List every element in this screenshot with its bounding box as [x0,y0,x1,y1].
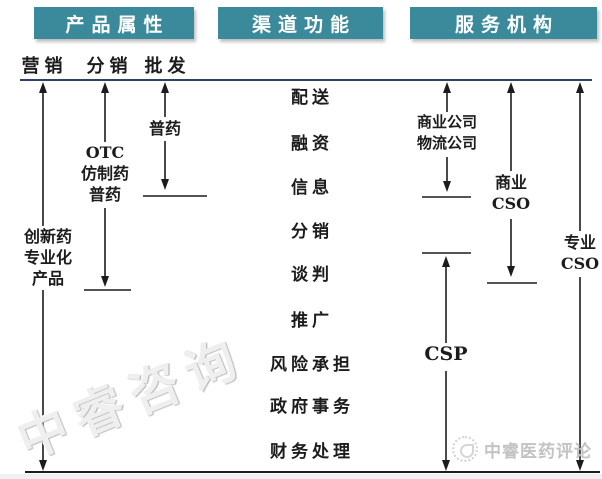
header-product-attributes: 产品属性 [34,7,194,39]
header-channel-functions: 渠道功能 [218,7,383,39]
header-product-attributes-label: 产品属性 [65,14,170,36]
axis-label-marketing: 营销 [21,56,68,77]
axis-label-distribution: 分销 [86,56,133,77]
wholesale-arrow [143,82,207,197]
function-item-promotion: 推广 [291,311,333,331]
bottom-strip [0,474,602,479]
function-item-delivery: 配送 [291,88,333,108]
function-item-risk-bearing: 风险承担 [270,355,354,375]
label-professional-cso: 专业 CSO [552,232,602,274]
function-item-finance-handling: 财务处理 [270,442,354,462]
professional-cso-arrow [576,82,584,471]
label-innovative-drugs: 创新药 专业化 产品 [16,226,80,289]
function-item-information: 信息 [291,178,333,198]
marketing-arrow [39,82,47,471]
distribution-arrow [84,82,131,291]
label-commercial-cso: 商业 CSO [483,172,539,214]
watermark-footer-text: 中睿医药评论 [484,441,592,462]
watermark-footer: 中睿医药评论 [452,435,592,463]
watermark-logo-icon [452,436,478,462]
header-channel-functions-label: 渠道功能 [251,14,356,36]
axis-label-wholesale: 批发 [144,56,191,77]
commercial-cso-arrow [487,82,537,284]
function-item-negotiation: 谈判 [291,265,333,285]
label-csp: CSP [420,344,472,365]
label-otc-generic: OTC 仿制药 普药 [74,142,136,205]
function-item-government: 政府事务 [270,397,354,417]
header-service-organizations: 服务机构 [410,7,597,39]
function-item-financing: 融资 [291,134,333,154]
function-item-distribution: 分销 [291,222,333,242]
label-common-drugs: 普药 [139,118,191,139]
csp-arrow [422,252,471,471]
commercial-logistics-arrow [422,82,471,198]
header-service-organizations-label: 服务机构 [454,14,559,36]
label-commercial-logistics-company: 商业公司 物流公司 [403,112,491,154]
